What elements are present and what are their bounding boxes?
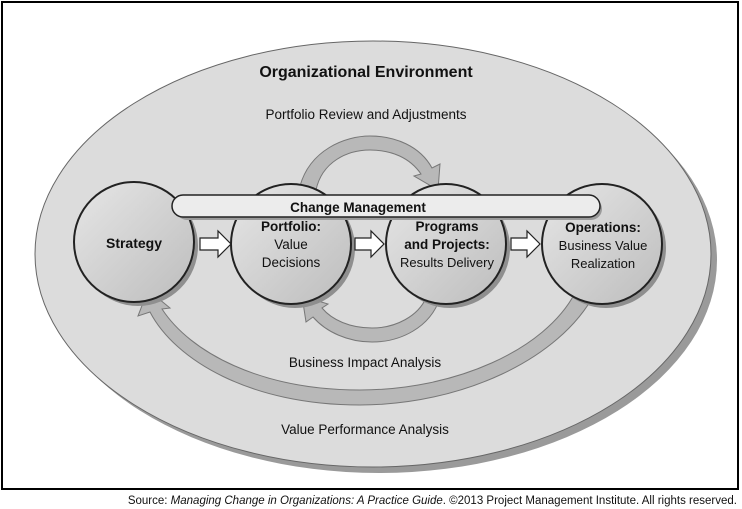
top-loop-arrow: [299, 135, 441, 191]
flow-arrow-strategy-portfolio: [199, 229, 232, 259]
source-title: Managing Change in Organizations: A Prac…: [170, 495, 443, 507]
node-label-operations-line-3: Realization: [571, 256, 635, 271]
node-label-portfolio-line-1: Portfolio:: [261, 219, 321, 234]
node-label-programs-line-1: Programs: [415, 219, 478, 234]
source-suffix: . ©2013 Project Management Institute. Al…: [442, 495, 737, 507]
inner-loop-label: Business Impact Analysis: [289, 355, 442, 370]
flow-arrow-portfolio-programs: [354, 229, 385, 259]
node-label-portfolio-line-3: Decisions: [262, 255, 321, 270]
source-prefix: Source:: [127, 495, 171, 507]
node-label-portfolio-line-2: Value: [274, 237, 308, 252]
node-label-operations-line-2: Business Value: [559, 238, 648, 253]
node-label-strategy-line-1: Strategy: [106, 235, 162, 251]
node-label-programs-line-2: and Projects:: [404, 237, 490, 252]
source-caption: Source: Managing Change in Organizations…: [0, 495, 737, 507]
top-loop-label: Portfolio Review and Adjustments: [265, 107, 466, 122]
node-label-operations-line-1: Operations:: [565, 220, 641, 235]
inner-loop-arrow: [301, 295, 441, 343]
node-label-programs-line-3: Results Delivery: [400, 255, 494, 270]
change-management-banner: [171, 194, 601, 218]
outer-loop-label: Value Performance Analysis: [281, 422, 449, 437]
banner-label: Change Management: [290, 200, 426, 215]
node-strategy: [73, 181, 195, 303]
environment-title: Organizational Environment: [259, 64, 473, 81]
flow-arrow-programs-operations: [510, 229, 541, 259]
